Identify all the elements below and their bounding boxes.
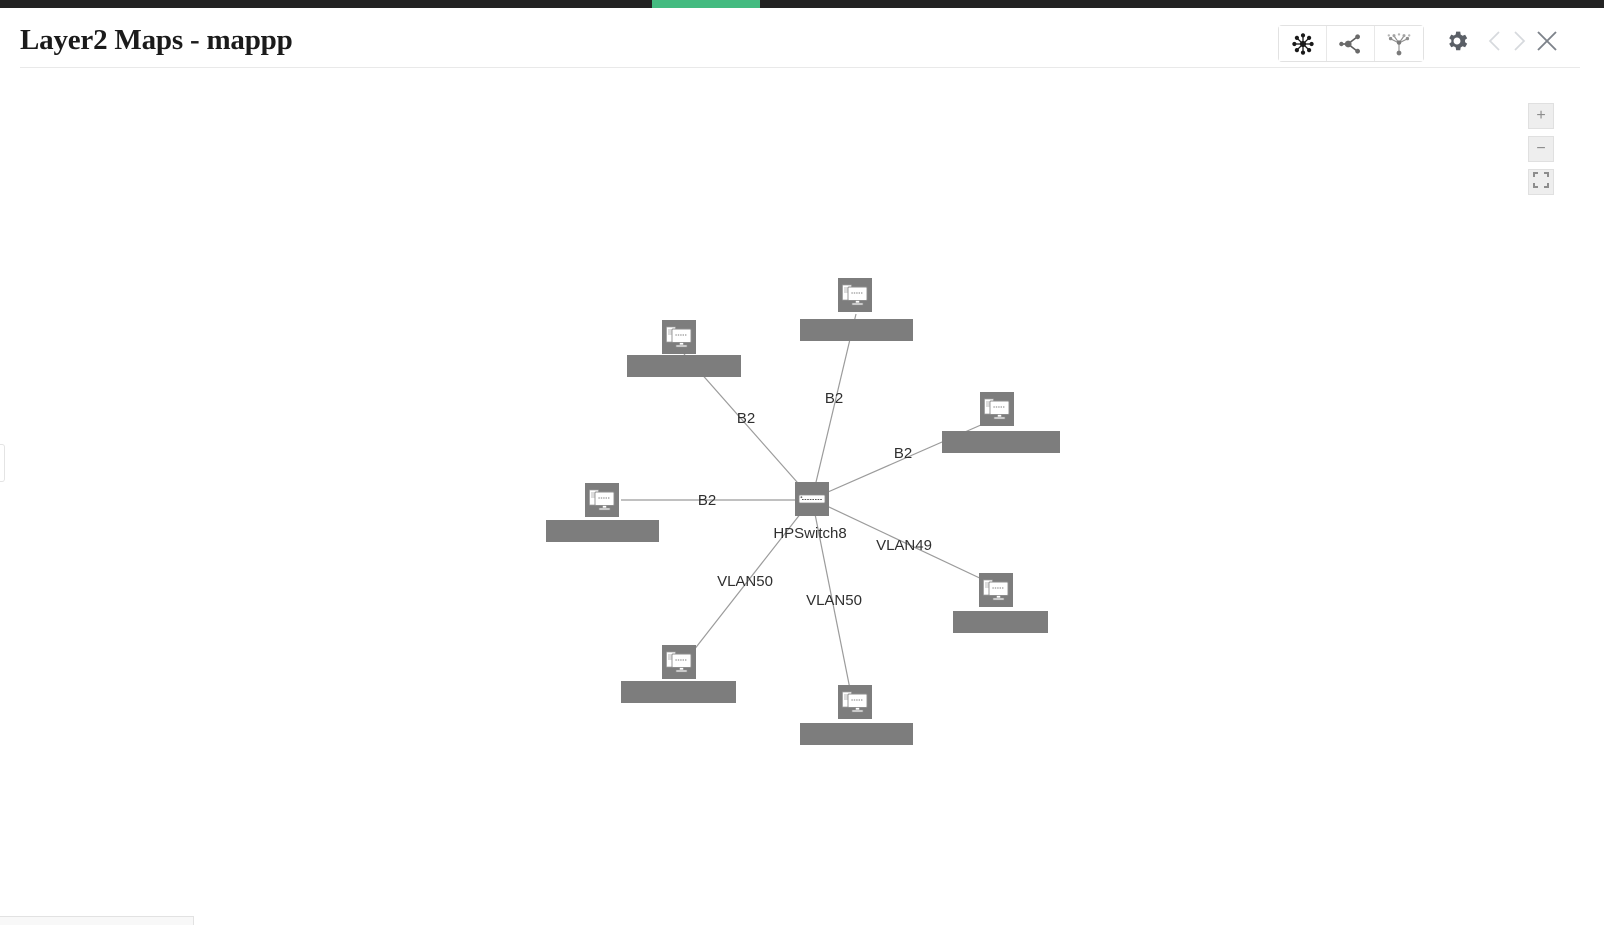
edge-labels: B2 B2 B2 B2 VLAN49 VLAN50 VLAN50	[698, 390, 932, 609]
layout-toggle-group[interactable]	[1278, 25, 1424, 62]
hierarchy-layout-button[interactable]	[1327, 26, 1375, 61]
page-header: Layer2 Maps - mappp	[0, 8, 1604, 68]
node-node-se[interactable]	[978, 572, 1014, 608]
layer2-map-canvas[interactable]: HPSwitch8 B2 B2 B2 B2 VLAN49 VLAN50 VLAN…	[0, 69, 1604, 925]
edge-hpswitch8-node-nw[interactable]	[683, 353, 813, 500]
redacted-label-node-ne	[942, 431, 1060, 453]
close-icon	[1533, 27, 1561, 60]
spread-layout-button[interactable]	[1375, 26, 1423, 61]
redacted-label-node-s	[800, 723, 913, 745]
node-node-n[interactable]	[837, 277, 873, 313]
edge-hpswitch8-node-sw[interactable]	[689, 498, 813, 656]
redacted-label-node-n	[800, 319, 913, 341]
node-node-w[interactable]	[584, 482, 620, 518]
edge-label-5: VLAN50	[717, 573, 773, 590]
left-edge-panel-handle[interactable]	[0, 444, 5, 482]
next-button[interactable]	[1506, 29, 1530, 57]
node-node-s[interactable]	[837, 684, 873, 720]
node-node-sw[interactable]	[661, 644, 697, 680]
zoom-controls[interactable]: + −	[1528, 103, 1554, 202]
previous-button[interactable]	[1484, 29, 1508, 57]
graph-nodes[interactable]	[584, 277, 1015, 720]
spread-layout-icon	[1387, 32, 1411, 56]
edge-label-3: B2	[698, 492, 716, 509]
edge-label-4: VLAN49	[876, 537, 932, 554]
page-load-progress	[652, 0, 760, 8]
chevron-left-icon	[1485, 28, 1507, 59]
zoom-out-button[interactable]: −	[1528, 136, 1554, 162]
edge-hpswitch8-node-n[interactable]	[811, 313, 857, 500]
hierarchy-layout-icon	[1338, 32, 1363, 56]
fit-screen-icon	[1533, 172, 1549, 192]
redacted-label-node-nw	[627, 355, 741, 377]
edge-label-0: B2	[737, 410, 755, 427]
edge-hpswitch8-node-s[interactable]	[811, 498, 852, 695]
redacted-node-labels	[546, 319, 1060, 745]
fit-to-screen-button[interactable]	[1528, 169, 1554, 195]
browser-top-bar	[0, 0, 1604, 8]
radial-layout-icon	[1291, 32, 1315, 56]
redacted-label-node-se	[953, 611, 1048, 633]
redacted-label-node-w	[546, 520, 659, 542]
node-node-ne[interactable]	[979, 391, 1015, 427]
node-node-nw[interactable]	[661, 319, 697, 355]
network-topology-graph[interactable]: HPSwitch8 B2 B2 B2 B2 VLAN49 VLAN50 VLAN…	[0, 69, 1604, 925]
edge-hpswitch8-node-se[interactable]	[811, 498, 987, 582]
edge-label-6: VLAN50	[806, 592, 862, 609]
gear-icon	[1444, 28, 1470, 59]
zoom-in-button[interactable]: +	[1528, 103, 1554, 129]
radial-layout-button[interactable]	[1279, 26, 1327, 61]
redacted-label-node-sw	[621, 681, 736, 703]
edge-label-2: B2	[894, 445, 912, 462]
center-node-label: HPSwitch8	[773, 525, 846, 542]
page-title: Layer2 Maps - mappp	[20, 24, 293, 56]
chevron-right-icon	[1507, 28, 1529, 59]
settings-button[interactable]	[1443, 29, 1471, 57]
node-hpswitch8[interactable]	[794, 481, 830, 517]
minus-icon: −	[1536, 140, 1546, 157]
plus-icon: +	[1536, 107, 1546, 124]
edge-label-1: B2	[825, 390, 843, 407]
header-divider	[20, 67, 1580, 68]
close-button[interactable]	[1532, 28, 1562, 58]
download-status-bar[interactable]	[0, 916, 194, 925]
